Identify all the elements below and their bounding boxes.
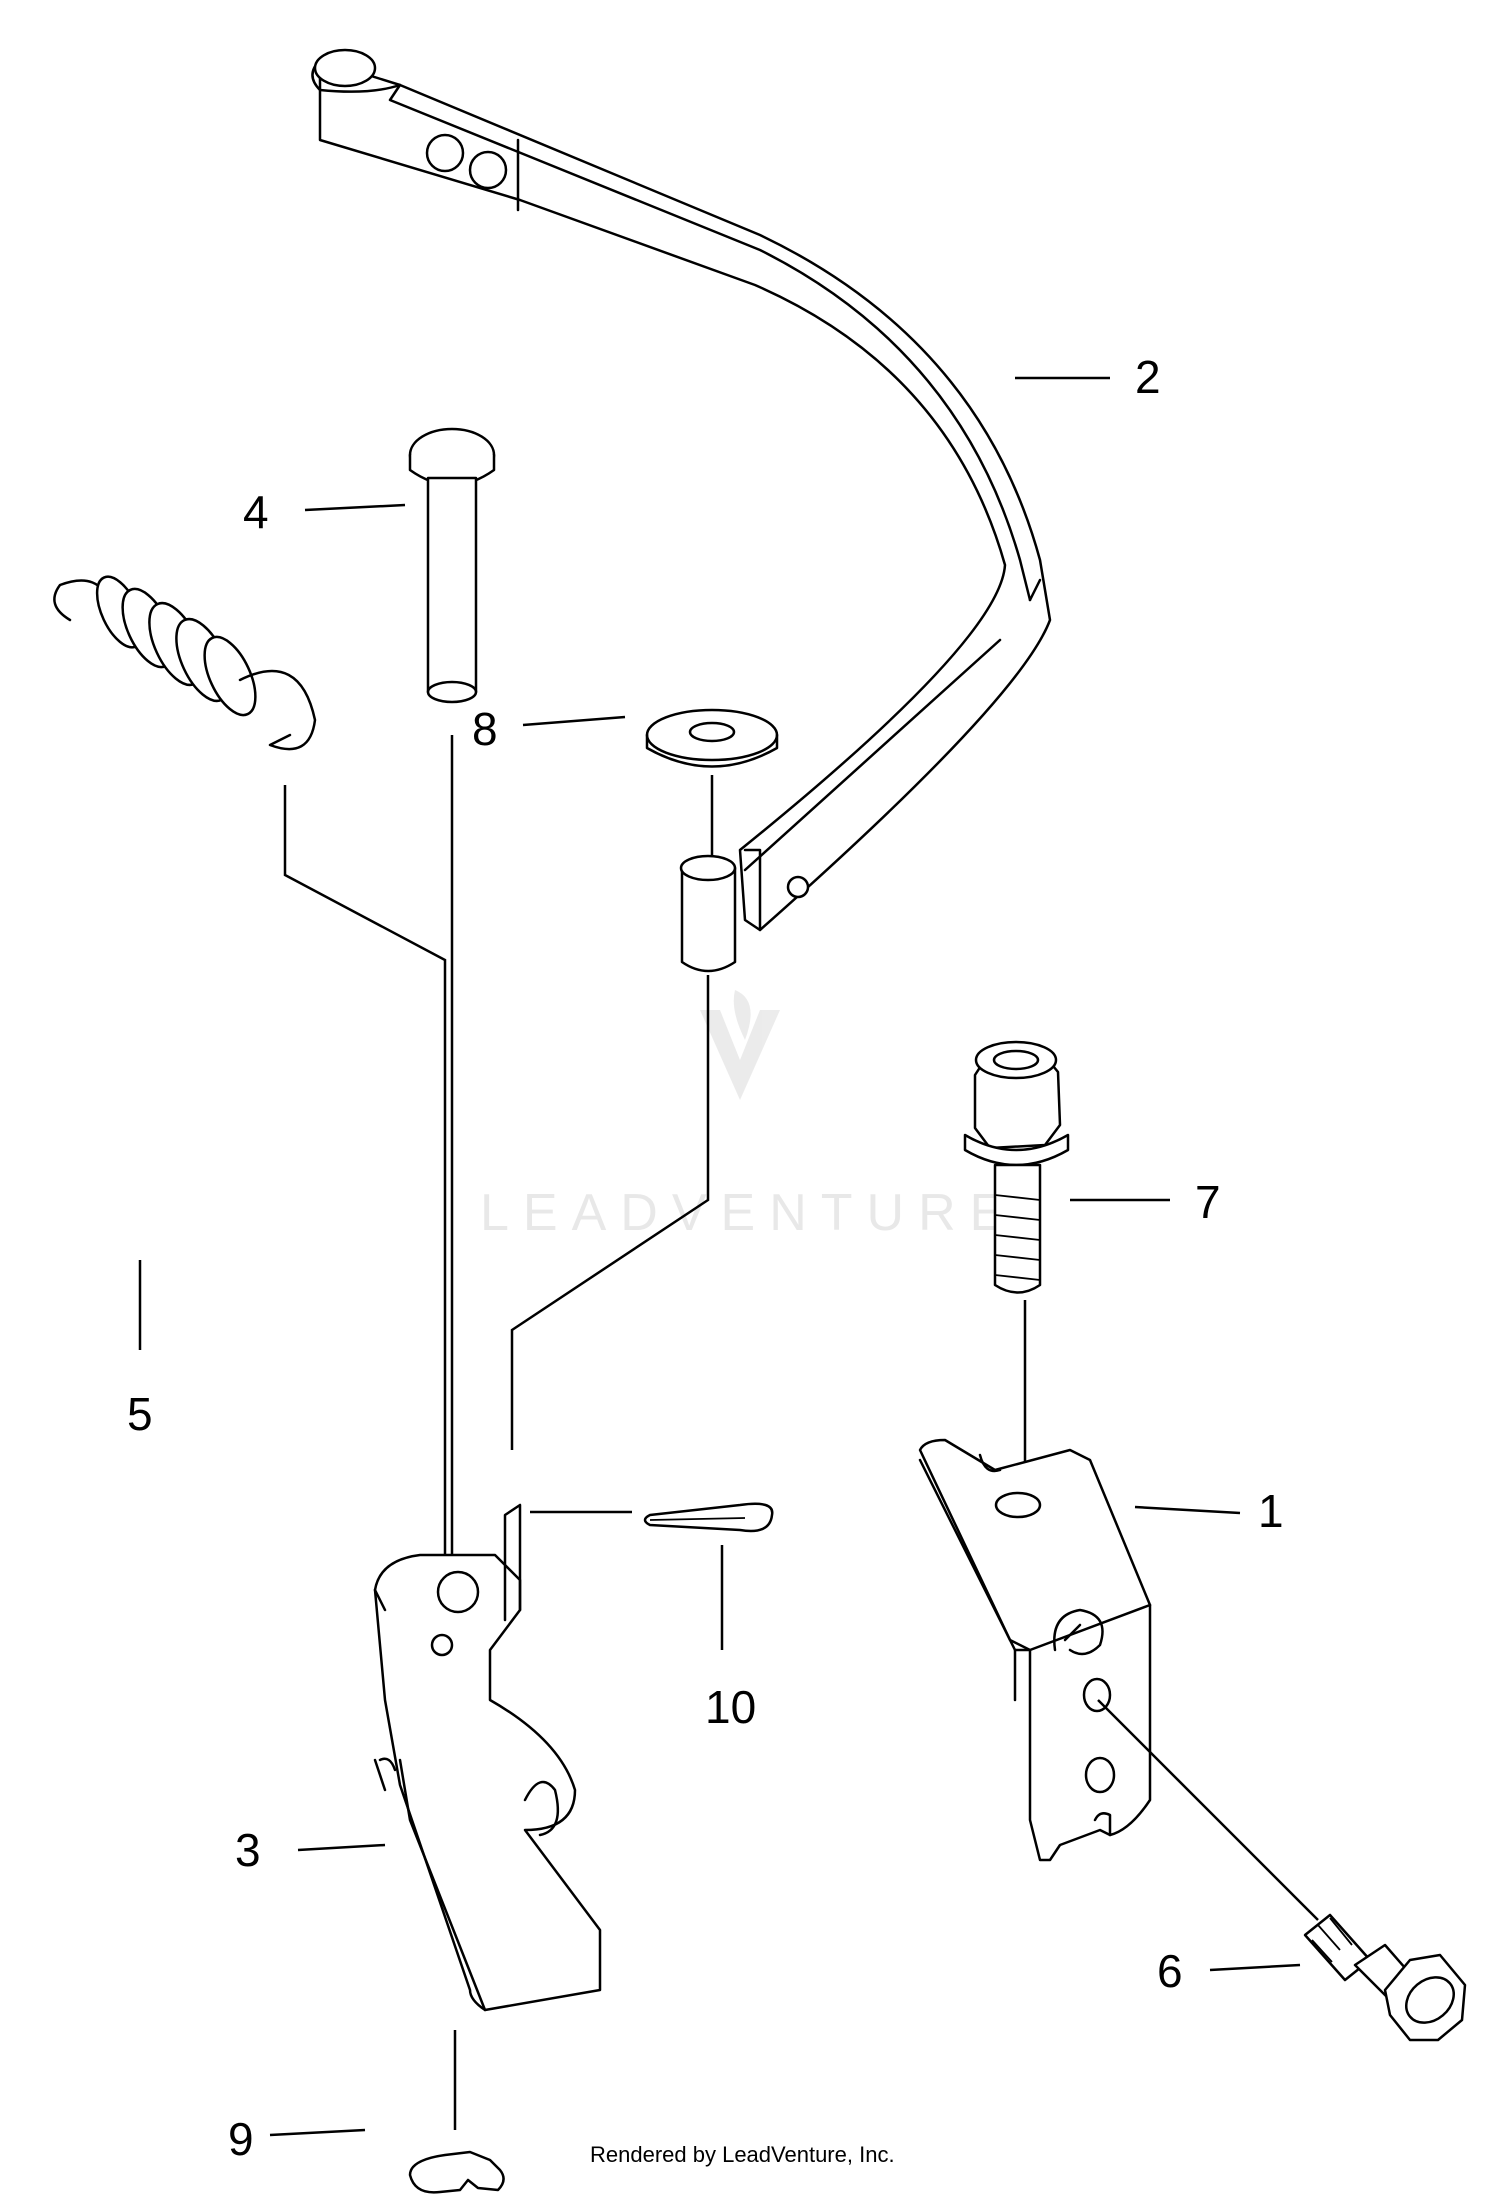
callout-2: 2 (1135, 351, 1161, 403)
callout-1: 1 (1258, 1485, 1284, 1537)
extension-spring (53, 575, 447, 1560)
leader-4 (304, 503, 406, 512)
cotter-pin (530, 1502, 774, 1533)
callout-3: 3 (235, 1824, 261, 1876)
clevis-pin (408, 427, 496, 1560)
leader-6 (1209, 1963, 1301, 1972)
watermark-logo: LEADVENTURE (480, 990, 1018, 1242)
leader-8 (522, 715, 626, 727)
hex-bolt-diagonal (1303, 1913, 1467, 2042)
callout-8: 8 (472, 703, 498, 755)
washer (645, 708, 779, 855)
mounting-bracket (918, 1438, 1319, 1921)
watermark-text: LEADVENTURE (480, 1184, 1018, 1242)
leader-9 (269, 2128, 366, 2137)
hex-bolt-vertical (963, 1040, 1070, 1495)
footer-credit: Rendered by LeadVenture, Inc. (590, 2142, 895, 2167)
callout-5: 5 (127, 1388, 153, 1440)
leader-1 (1134, 1505, 1241, 1515)
callout-7: 7 (1195, 1176, 1221, 1228)
callout-10: 10 (705, 1681, 756, 1733)
callout-6: 6 (1157, 1945, 1183, 1997)
callout-leaders (138, 376, 1301, 2137)
callout-4: 4 (243, 486, 269, 538)
pivot-bushing (510, 854, 737, 1450)
e-clip (408, 2030, 505, 2194)
callout-9: 9 (228, 2113, 254, 2165)
leader-3 (297, 1843, 386, 1852)
brake-lever (373, 1503, 602, 2012)
brake-band (311, 48, 1052, 932)
